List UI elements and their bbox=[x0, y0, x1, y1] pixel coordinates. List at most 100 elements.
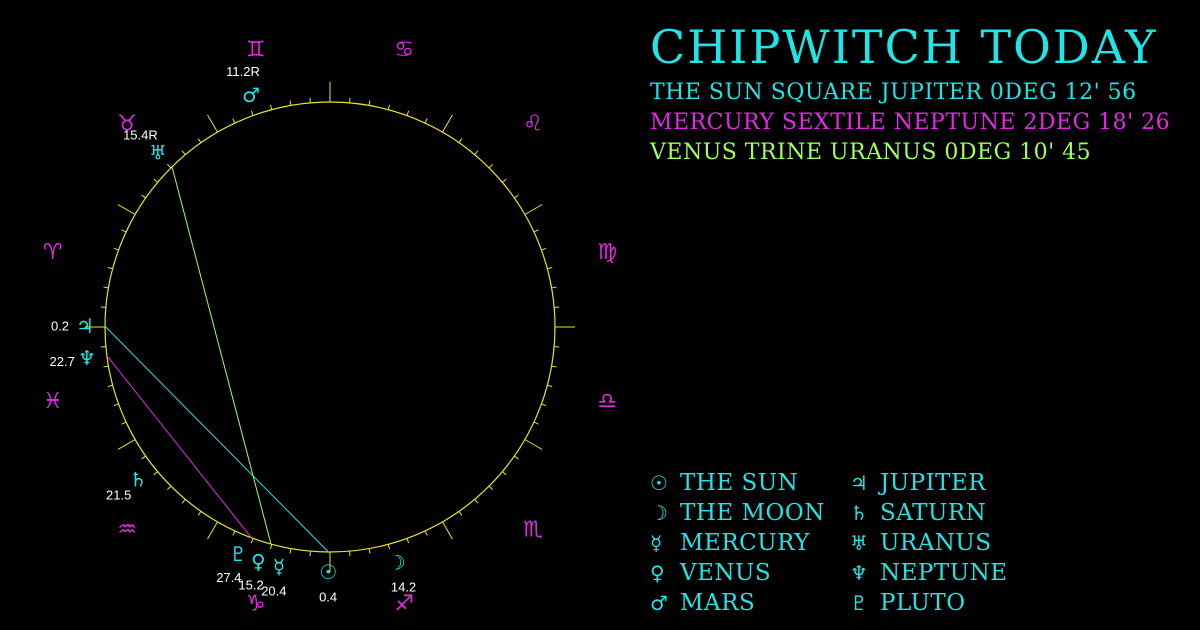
venus-degree-label: 15.2 bbox=[238, 578, 263, 593]
legend-label: JUPITER bbox=[880, 470, 987, 496]
degree-tick bbox=[424, 118, 428, 124]
scorpio-sign-icon: ♏ bbox=[523, 517, 543, 542]
mars-degree-label: 11.2R bbox=[226, 64, 260, 79]
degree-tick bbox=[541, 403, 547, 407]
cancer-sign-icon: ♋ bbox=[394, 37, 414, 62]
aries-sign-icon: ♈ bbox=[43, 240, 63, 265]
sun-icon: ☉ bbox=[650, 471, 668, 495]
degree-tick bbox=[474, 499, 479, 504]
sign-cusp-tick bbox=[442, 521, 453, 540]
jupiter-icon: ♃ bbox=[850, 471, 868, 495]
aspect-line-mercury-neptune bbox=[106, 355, 252, 539]
legend-item-jupiter: ♃ JUPITER bbox=[850, 468, 1008, 498]
degree-tick bbox=[289, 548, 292, 554]
degree-tick bbox=[458, 511, 463, 516]
pisces-sign-icon: ♓ bbox=[43, 389, 63, 414]
degree-tick bbox=[141, 194, 146, 199]
degree-tick bbox=[289, 100, 292, 106]
aspect-line-3: VENUS TRINE URANUS 0DEG 10' 45 bbox=[650, 140, 1092, 165]
astrology-wheel: ♈♉♊♋♌♍♎♏♐♑♒♓☉0.4☽14.2☿20.4♀15.2♂11.2R♃0.… bbox=[43, 37, 617, 617]
mercury-degree-label: 20.4 bbox=[261, 584, 286, 599]
mercury-icon: ☿ bbox=[650, 531, 663, 555]
legend-label: PLUTO bbox=[880, 590, 966, 616]
degree-tick bbox=[107, 384, 113, 388]
legend-item-the-moon: ☽THE MOON bbox=[650, 498, 825, 528]
degree-tick bbox=[502, 471, 507, 476]
degree-tick bbox=[167, 164, 172, 169]
legend-item-mars: ♂ MARS bbox=[650, 588, 825, 618]
degree-tick bbox=[269, 104, 273, 110]
aspect-line-sun-jupiter bbox=[104, 325, 329, 553]
degree-tick bbox=[121, 229, 127, 233]
neptune-icon: ♆ bbox=[850, 561, 868, 585]
degree-tick bbox=[551, 286, 557, 289]
degree-tick bbox=[113, 247, 119, 251]
degree-tick bbox=[488, 485, 493, 490]
degree-tick bbox=[368, 100, 371, 106]
uranus-degree-label: 15.4R bbox=[123, 127, 158, 142]
degree-tick bbox=[250, 538, 254, 544]
jupiter-degree-label: 0.2 bbox=[51, 319, 69, 334]
degree-tick bbox=[141, 455, 146, 460]
legend-item-venus: ♀VENUS bbox=[650, 558, 825, 588]
degree-tick bbox=[424, 530, 428, 536]
degree-tick bbox=[103, 286, 109, 289]
saturn-degree-label: 21.5 bbox=[106, 488, 131, 503]
degree-tick bbox=[269, 544, 273, 550]
sign-cusp-tick bbox=[117, 204, 136, 215]
moon-icon: ☽ bbox=[388, 551, 406, 575]
uranus-icon: ♅ bbox=[850, 531, 868, 555]
sign-cusp-tick bbox=[442, 114, 453, 133]
degree-tick bbox=[541, 247, 547, 251]
jupiter-icon: ♃ bbox=[76, 314, 94, 338]
capricorn-sign-icon: ♑ bbox=[246, 592, 266, 617]
legend-label: URANUS bbox=[880, 530, 992, 556]
degree-tick bbox=[514, 455, 519, 460]
uranus-icon: ♅ bbox=[149, 141, 167, 165]
neptune-degree-label: 22.7 bbox=[50, 354, 75, 369]
degree-tick bbox=[197, 138, 202, 143]
legend-label: MARS bbox=[680, 590, 756, 616]
degree-tick bbox=[533, 229, 539, 233]
legend-item-neptune: ♆NEPTUNE bbox=[850, 558, 1008, 588]
degree-tick bbox=[387, 544, 391, 550]
gemini-sign-icon: ♊ bbox=[246, 37, 266, 62]
degree-tick bbox=[232, 118, 236, 124]
degree-tick bbox=[103, 365, 109, 368]
page-title: CHIPWITCH TODAY bbox=[650, 20, 1158, 74]
neptune-icon: ♆ bbox=[78, 346, 96, 370]
saturn-icon: ♄ bbox=[850, 501, 868, 525]
degree-tick bbox=[547, 384, 553, 388]
degree-tick bbox=[406, 110, 410, 116]
legend-item-uranus: ♅ URANUS bbox=[850, 528, 1008, 558]
sign-cusp-tick bbox=[207, 114, 218, 133]
legend-item-mercury: ☿ MERCURY bbox=[650, 528, 825, 558]
taurus-sign-icon: ♉ bbox=[117, 112, 137, 137]
legend-item-pluto: ♇ PLUTO bbox=[850, 588, 1008, 618]
degree-tick bbox=[458, 138, 463, 143]
degree-tick bbox=[113, 403, 119, 407]
mercury-icon: ☿ bbox=[273, 555, 285, 579]
degree-tick bbox=[547, 266, 553, 270]
degree-tick bbox=[153, 471, 158, 476]
degree-tick bbox=[107, 266, 113, 270]
degree-tick bbox=[488, 164, 493, 169]
degree-tick bbox=[502, 178, 507, 183]
libra-sign-icon: ♎ bbox=[597, 389, 617, 414]
sign-cusp-tick bbox=[524, 439, 543, 450]
legend-column-left: ☉THE SUN☽THE MOON☿MERCURY♀VENUS♂MARS bbox=[650, 468, 825, 618]
mars-icon: ♂ bbox=[650, 591, 668, 615]
sign-cusp-tick bbox=[524, 204, 543, 215]
pluto-icon: ♇ bbox=[850, 591, 868, 615]
degree-tick bbox=[474, 150, 479, 155]
degree-tick bbox=[368, 548, 371, 554]
legend-label: MERCURY bbox=[680, 530, 810, 556]
degree-tick bbox=[197, 511, 202, 516]
degree-tick bbox=[153, 178, 158, 183]
pluto-icon: ♇ bbox=[229, 542, 247, 566]
sign-cusp-tick bbox=[207, 521, 218, 540]
legend-item-saturn: ♄SATURN bbox=[850, 498, 1008, 528]
aspect-line-venus-uranus bbox=[171, 166, 272, 545]
pluto-degree-label: 27.4 bbox=[216, 570, 241, 585]
degree-tick bbox=[551, 365, 557, 368]
